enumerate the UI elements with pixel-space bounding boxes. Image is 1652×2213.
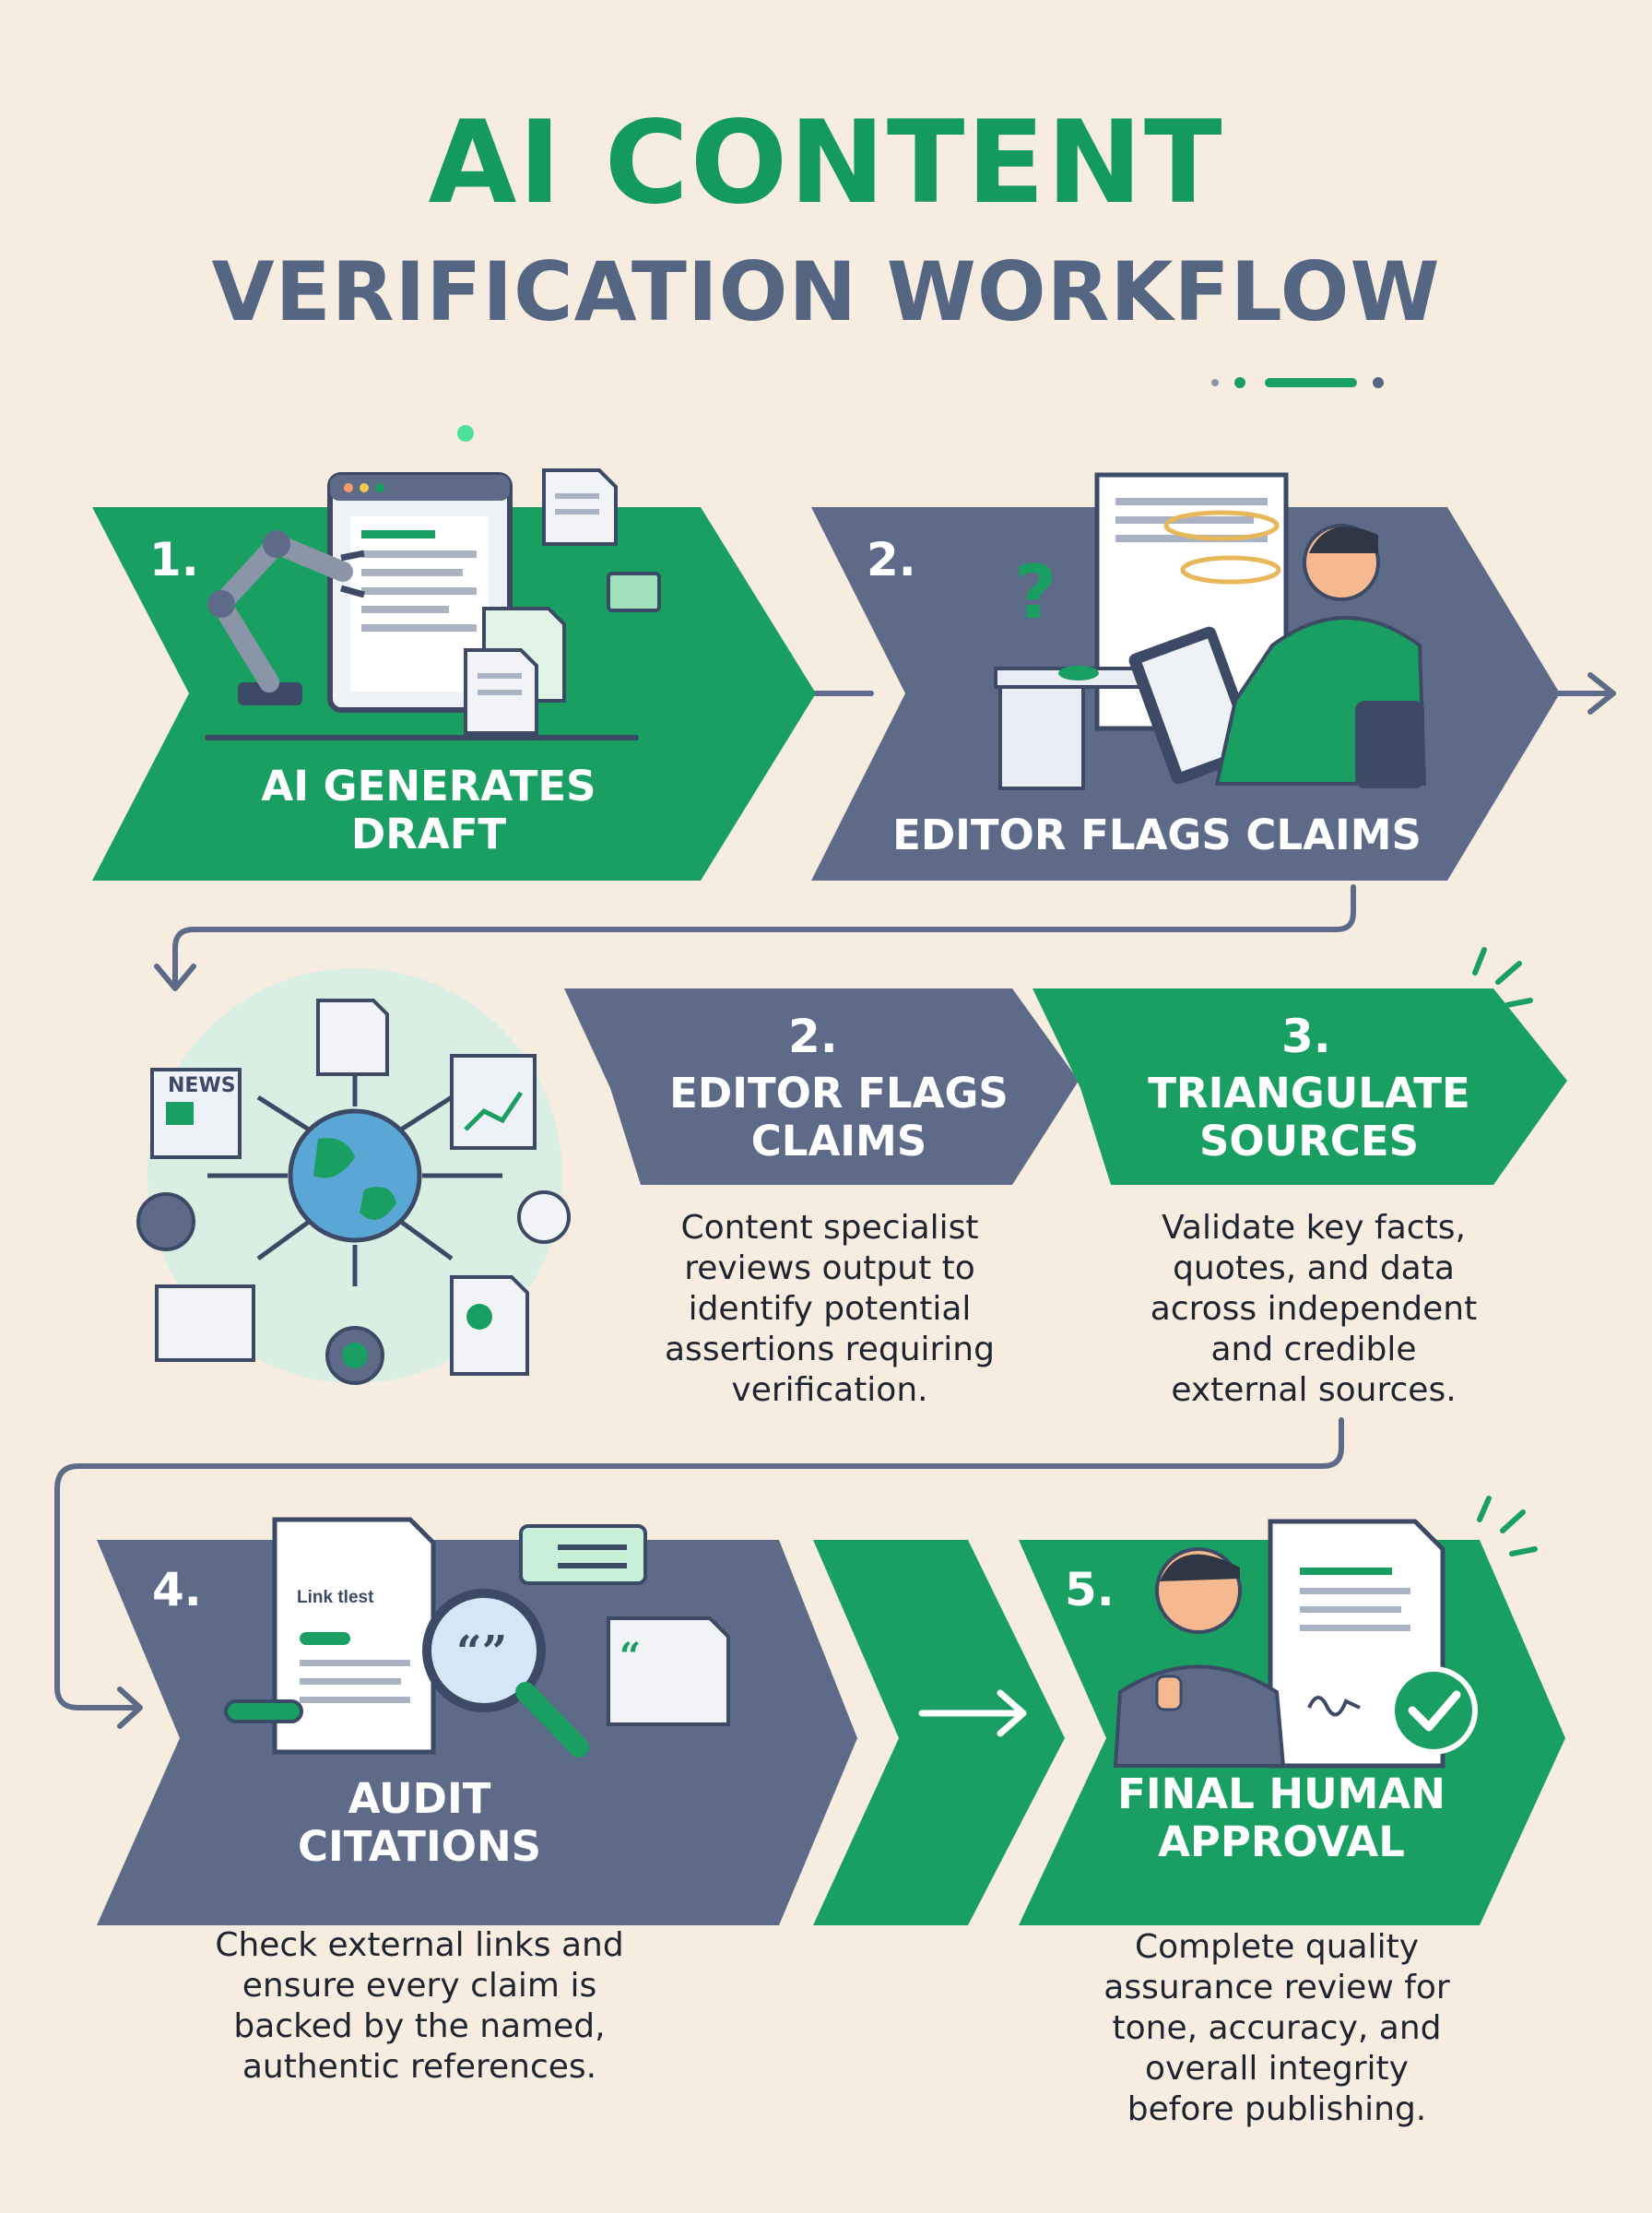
step-5-number: 5. (1065, 1563, 1115, 1616)
sparkle-marks (1472, 947, 1538, 1556)
title-line-2: VERIFICATION WORKFLOW (211, 244, 1441, 339)
svg-text:“”: “” (456, 1627, 507, 1678)
approval-illustration (1113, 1519, 1478, 1769)
flow-connectors (54, 672, 1616, 1729)
step-5-description: Complete quality assurance review for to… (1103, 1928, 1450, 2128)
editor-illustration: ? (994, 472, 1427, 790)
step-2b-description: Content specialist reviews output to ide… (665, 1209, 995, 1409)
link-test-label: Link tlest (297, 1588, 374, 1607)
step-3-number: 3. (1281, 1010, 1331, 1063)
step-3-description: Validate key facts, quotes, and data acr… (1150, 1209, 1478, 1409)
ai-draft-illustration (205, 425, 661, 740)
sources-globe-illustration (136, 968, 571, 1385)
step-4-description: Check external links and ensure every cl… (215, 1926, 624, 2086)
news-label: NEWS (168, 1074, 236, 1097)
step-4-label: AUDIT CITATIONS (297, 1774, 542, 1871)
step-2b-banner (564, 988, 1079, 1185)
step-4-number: 4. (152, 1563, 202, 1616)
step-2b-label: EDITOR FLAGS CLAIMS (669, 1069, 1009, 1166)
arrow-right-icon (918, 1689, 1027, 1737)
svg-text:“: “ (620, 1635, 641, 1678)
step-2-number: 2. (867, 533, 916, 586)
audit-illustration: “” “ (224, 1517, 730, 1757)
step-transition-chevron (813, 1540, 1065, 1925)
step-3-banner (1032, 988, 1567, 1185)
step-1-label: AI GENERATES DRAFT (261, 762, 596, 858)
step-2-label: EDITOR FLAGS CLAIMS (892, 811, 1422, 859)
step-5-label: FINAL HUMAN APPROVAL (1117, 1769, 1446, 1866)
step-3-label: TRIANGULATE SOURCES (1148, 1069, 1470, 1166)
title-line-1: AI CONTENT (428, 97, 1224, 230)
svg-text:?: ? (1014, 550, 1056, 635)
step-2b-number: 2. (788, 1010, 838, 1063)
step-1-number: 1. (149, 533, 199, 586)
title-decoration (1211, 377, 1384, 388)
